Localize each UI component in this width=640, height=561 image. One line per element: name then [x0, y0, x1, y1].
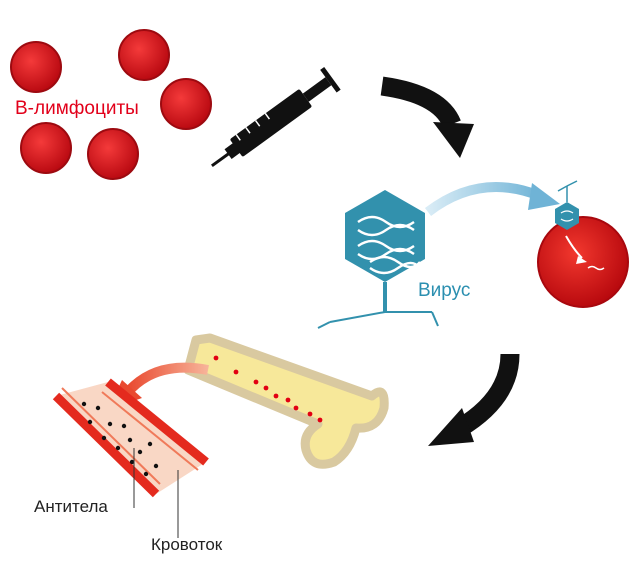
infected-cell [537, 180, 629, 308]
b-lymphocyte-cells [10, 29, 212, 180]
virus-icon [317, 190, 439, 329]
antibodies-label: Антитела [34, 497, 108, 516]
curved-arrow [428, 353, 520, 446]
infection-arrow [424, 182, 560, 216]
curved-arrow [380, 76, 474, 158]
small-virus-icon [555, 202, 579, 230]
b-lymphocytes-label: В-лимфоциты [15, 98, 139, 119]
b-lymphocyte-cell [87, 128, 139, 180]
bloodstream-label: Кровоток [151, 535, 223, 554]
antibody-dots [81, 401, 159, 477]
b-lymphocyte-cell [160, 78, 212, 130]
virus-label: Вирус [418, 280, 471, 301]
blood-vessel [52, 378, 209, 498]
dna-strand-icon [357, 215, 421, 275]
b-lymphocyte-cell [118, 29, 170, 81]
b-lymphocyte-cell [20, 122, 72, 174]
marrow-dots [213, 355, 323, 423]
syringe-icon [211, 66, 341, 168]
bone-marrow [183, 333, 389, 469]
b-lymphocyte-cell [10, 41, 62, 93]
